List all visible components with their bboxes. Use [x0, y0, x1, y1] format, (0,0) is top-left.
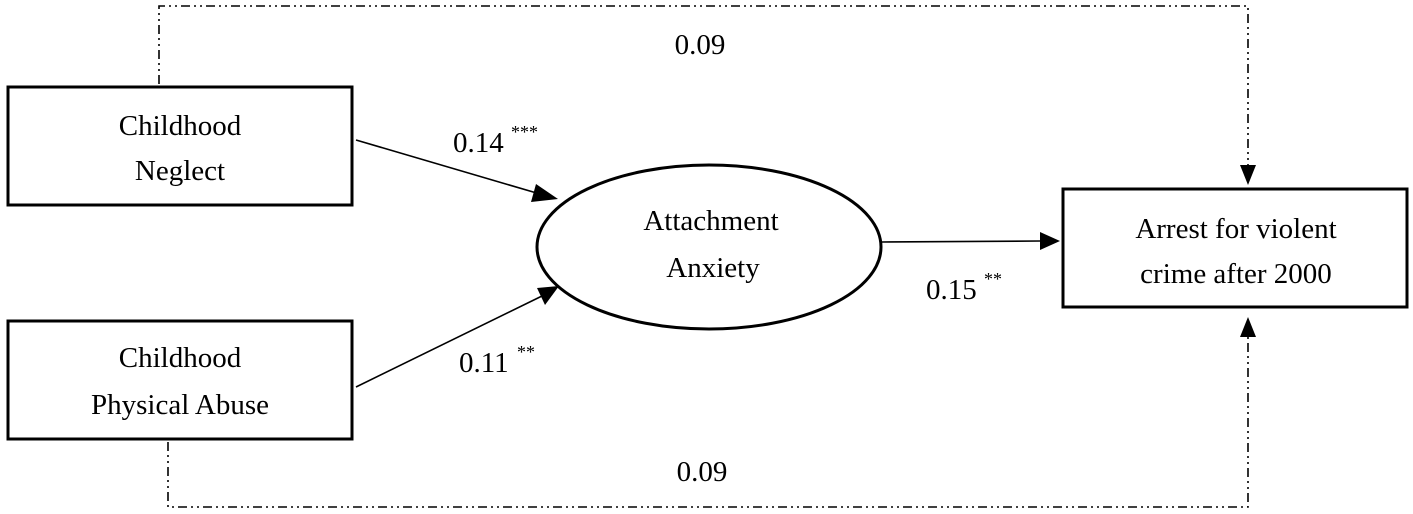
neglect-outcome-direct-coef: 0.09	[675, 29, 726, 61]
node-arrest-violent-crime-line1: Arrest for violent	[1135, 213, 1336, 245]
abuse-outcome-direct-coef: 0.09	[677, 456, 728, 488]
neglect-mediator-label: 0.14 ***	[453, 122, 538, 159]
node-childhood-neglect: Childhood Neglect	[6, 85, 354, 207]
neglect-mediator-arrowhead	[531, 184, 558, 202]
abuse-outcome-direct-path	[167, 337, 1249, 508]
mediator-outcome-coef: 0.15	[926, 274, 977, 306]
mediator-outcome-significance: **	[984, 269, 1002, 289]
neglect-mediator-significance: ***	[511, 122, 538, 142]
neglect-mediator-coef: 0.14	[453, 127, 504, 159]
node-attachment-anxiety: Attachment Anxiety	[535, 163, 883, 331]
node-childhood-neglect-line1: Childhood	[119, 110, 242, 142]
node-childhood-physical-abuse: Childhood Physical Abuse	[6, 319, 354, 441]
node-attachment-anxiety-line2: Anxiety	[666, 252, 760, 284]
mediator-outcome-label: 0.15 **	[926, 269, 1002, 306]
node-arrest-violent-crime: Arrest for violent crime after 2000	[1061, 187, 1409, 309]
neglect-outcome-direct-arrowhead	[1240, 165, 1256, 185]
node-childhood-physical-abuse-line1: Childhood	[119, 342, 242, 374]
abuse-mediator-coef: 0.11	[459, 347, 509, 379]
mediator-outcome-path	[881, 240, 1041, 243]
node-attachment-anxiety-line1: Attachment	[643, 205, 778, 237]
neglect-mediator-path	[355, 139, 541, 195]
neglect-outcome-direct-path	[158, 5, 1249, 165]
abuse-mediator-significance: **	[517, 342, 535, 362]
node-childhood-physical-abuse-line2: Physical Abuse	[91, 389, 269, 421]
abuse-mediator-arrowhead	[537, 286, 559, 305]
abuse-mediator-path	[355, 295, 543, 388]
node-arrest-violent-crime-line2: crime after 2000	[1140, 258, 1332, 290]
abuse-mediator-label: 0.11 **	[459, 342, 535, 379]
mediator-outcome-arrowhead	[1040, 232, 1060, 250]
node-childhood-neglect-line2: Neglect	[135, 155, 225, 187]
abuse-outcome-direct-arrowhead	[1240, 317, 1256, 337]
